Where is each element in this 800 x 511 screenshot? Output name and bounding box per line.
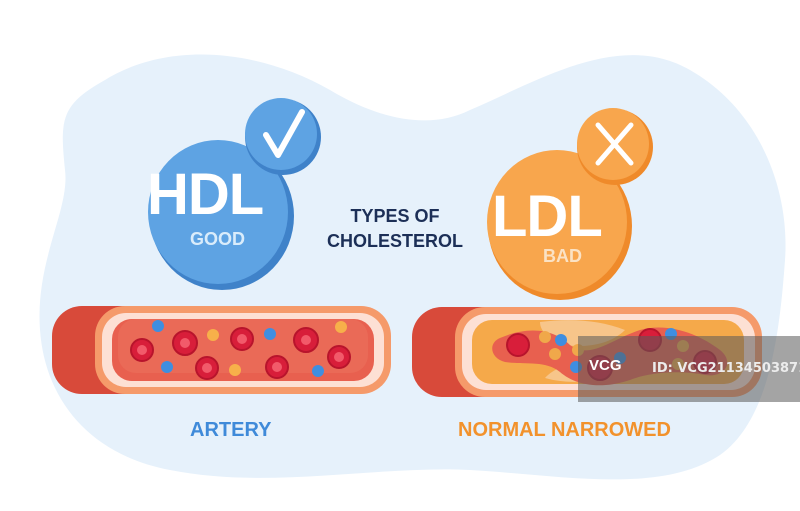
ldl-sublabel: BAD xyxy=(543,246,582,266)
x-mark-badge xyxy=(577,108,653,185)
checkmark-badge xyxy=(245,98,321,175)
hdl-sublabel: GOOD xyxy=(190,229,246,249)
ldl-particles xyxy=(207,321,347,376)
normal-artery-label: ARTERY xyxy=(190,419,272,441)
title-line-1: TYPES OF xyxy=(350,206,440,226)
ldl-coin xyxy=(487,150,632,300)
normal-artery xyxy=(52,306,391,394)
narrowed-artery-label: NORMAL NARROWED xyxy=(458,419,671,441)
watermark-id: ID: VCG211345038717 xyxy=(652,361,800,376)
hdl-particles xyxy=(152,320,324,377)
watermark-overlay xyxy=(578,336,800,402)
x-mark-icon xyxy=(595,122,634,166)
watermark-brand: VCG xyxy=(589,357,622,374)
hdl-coin xyxy=(148,140,294,290)
checkmark-icon xyxy=(263,109,305,158)
ldl-label: LDL xyxy=(492,184,603,249)
title-line-2: CHOLESTEROL xyxy=(326,231,463,251)
page-title: TYPES OF CHOLESTEROL xyxy=(310,207,480,257)
hdl-label: HDL xyxy=(147,162,264,227)
background-blob xyxy=(39,54,786,480)
